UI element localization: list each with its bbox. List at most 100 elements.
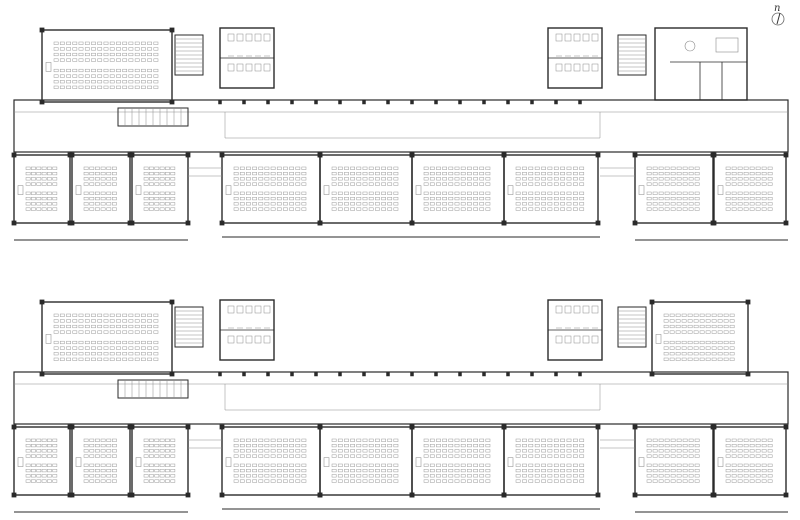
desk-icon: [233, 463, 239, 467]
desk-icon: [295, 172, 301, 176]
desk-icon: [154, 479, 160, 483]
desk-icon: [362, 177, 368, 181]
desk-icon: [301, 177, 307, 181]
desk-icon: [97, 85, 103, 89]
desk-icon: [128, 330, 134, 334]
desk-icon: [165, 207, 170, 211]
desk-icon: [485, 474, 491, 478]
desk-icon: [454, 207, 460, 211]
desk-icon: [25, 197, 31, 201]
desk-icon: [731, 207, 737, 211]
desk-icon: [25, 191, 31, 195]
desk-icon: [467, 202, 472, 206]
desk-icon: [47, 197, 52, 201]
desk-icon: [83, 166, 89, 170]
desk-icon: [705, 346, 711, 350]
desk-icon: [676, 202, 682, 206]
desk-icon: [128, 80, 134, 84]
wc-stall-icon: [564, 305, 572, 314]
desk-icon: [41, 177, 47, 181]
desk-icon: [147, 340, 152, 345]
desk-icon: [128, 346, 134, 350]
desk-icon: [485, 177, 491, 181]
desk-icon: [393, 191, 399, 195]
desk-icon: [301, 172, 307, 176]
desk-icon: [767, 166, 773, 170]
classroom: [649, 299, 751, 377]
desk-icon: [541, 207, 546, 211]
desk-icon: [149, 191, 154, 195]
north-arrow-label: n: [774, 3, 781, 14]
desk-icon: [149, 469, 154, 473]
desk-icon: [767, 177, 773, 181]
desk-icon: [143, 191, 149, 195]
desk-icon: [134, 74, 140, 78]
desk-icon: [688, 444, 694, 448]
desk-icon: [682, 207, 688, 211]
desk-icon: [106, 438, 112, 442]
desk-icon: [52, 444, 58, 448]
desk-icon: [258, 172, 264, 176]
desk-icon: [676, 438, 682, 442]
desk-icon: [515, 177, 521, 181]
desk-icon: [149, 202, 154, 206]
column-post: [129, 220, 135, 226]
desk-icon: [122, 319, 128, 323]
desk-icon: [467, 454, 472, 458]
column-post: [11, 220, 17, 226]
desk-icon: [731, 182, 737, 186]
wc-stall-icon: [227, 335, 235, 344]
desk-icon: [149, 479, 154, 483]
desk-icon: [681, 352, 687, 356]
desk-icon: [116, 346, 121, 350]
column-post: [266, 99, 270, 105]
desk-icon: [59, 58, 65, 62]
desk-icon: [109, 58, 115, 62]
desk-icon: [103, 330, 109, 334]
desk-icon: [515, 454, 521, 458]
desk-icon: [159, 207, 165, 211]
desk-icon: [154, 444, 160, 448]
desk-icon: [442, 166, 447, 170]
desk-icon: [755, 444, 761, 448]
desk-icon: [737, 172, 743, 176]
desk-icon: [711, 313, 717, 317]
desk-icon: [270, 449, 276, 453]
desk-icon: [134, 324, 140, 329]
teacher-desk-icon: [75, 185, 82, 195]
desk-icon: [159, 474, 165, 478]
desk-icon: [233, 191, 239, 195]
desk-icon: [109, 80, 115, 84]
desk-icon: [534, 469, 540, 473]
desk-icon: [109, 346, 115, 350]
desk-icon: [246, 444, 251, 448]
desk-icon: [25, 202, 31, 206]
column-post: [745, 299, 751, 305]
wc-stall-icon: [245, 33, 253, 42]
desk-icon: [31, 202, 36, 206]
desk-icon: [652, 469, 658, 473]
desk-icon: [479, 474, 485, 478]
desk-icon: [693, 357, 699, 361]
desk-icon: [423, 454, 429, 458]
desk-icon: [109, 313, 115, 317]
column-post: [434, 371, 438, 377]
desk-icon: [337, 182, 343, 186]
desk-icon: [301, 449, 307, 453]
desk-icon: [541, 202, 546, 206]
desk-icon: [106, 202, 112, 206]
desk-icon: [83, 182, 89, 186]
desk-icon: [72, 357, 78, 361]
desk-icon: [100, 207, 106, 211]
desk-icon: [283, 474, 288, 478]
column-post: [129, 152, 135, 158]
desk-icon: [109, 340, 115, 345]
desk-icon: [283, 449, 288, 453]
desk-icon: [761, 207, 767, 211]
desk-icon: [522, 479, 527, 483]
desk-icon: [116, 74, 121, 78]
desk-icon: [134, 352, 140, 356]
desk-icon: [239, 474, 245, 478]
desk-icon: [460, 207, 466, 211]
desk-icon: [356, 454, 362, 458]
